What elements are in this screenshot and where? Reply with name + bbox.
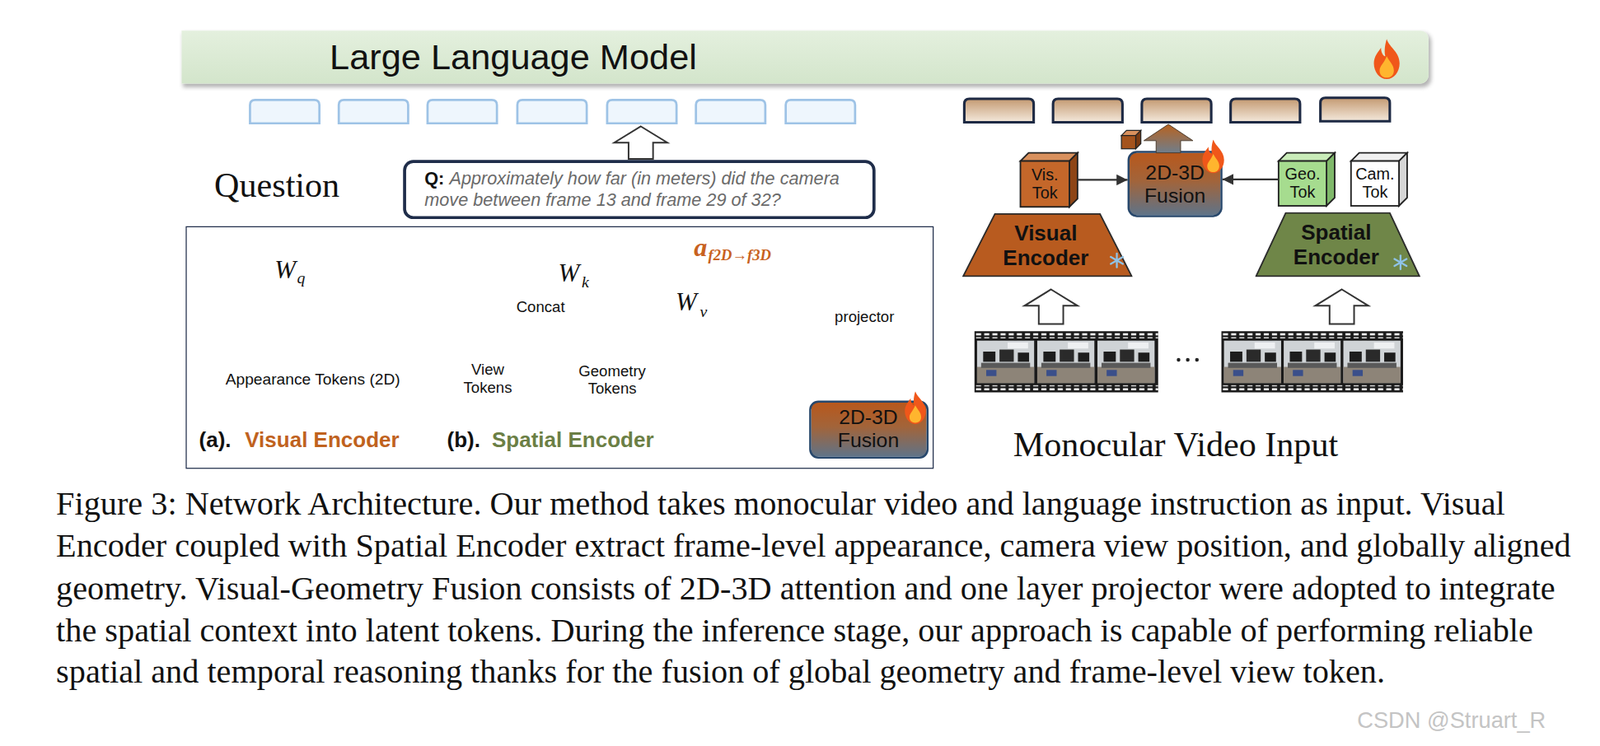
cube-text-area: Geo. Tok <box>1278 161 1327 206</box>
connector-arrow <box>1077 178 1128 181</box>
cube-text-area: Cam. Tok <box>1351 161 1399 206</box>
text-wrap: Vis. Tok <box>1023 165 1067 203</box>
encoder-trapezoid: Spatial Encoder <box>1254 211 1421 277</box>
text-wrap: Visual Encoder <box>980 220 1112 270</box>
token-cube: Vis. Tok <box>1020 153 1078 208</box>
text-wrap: Cam. Tok <box>1354 165 1397 203</box>
cube-top <box>1351 153 1408 162</box>
fusion-arrow <box>1143 124 1193 154</box>
cube-side <box>1069 153 1078 208</box>
node-text: Approximately how far (in meters) did th… <box>424 168 840 211</box>
cube-top <box>1020 153 1078 162</box>
visual-tokens <box>963 98 1390 123</box>
node-text: (a). <box>199 428 232 454</box>
frozen-snowflake <box>1110 253 1123 268</box>
node-text: Geo. Tok <box>1284 165 1320 202</box>
fusion-module: 2D-3D Fusion <box>809 400 929 459</box>
weight-subscript: k <box>581 273 590 292</box>
node-text: Large Language Model <box>329 37 698 79</box>
operation-label: Concat <box>516 297 566 315</box>
module-label: projector <box>834 308 894 326</box>
node-text: Cam. Tok <box>1355 165 1395 202</box>
text-wrap: Spatial Encoder <box>1272 219 1401 269</box>
cube-text-area: Vis. Tok <box>1020 161 1070 208</box>
hollow-arrow <box>1024 290 1077 325</box>
video-strip <box>974 331 1159 393</box>
ellipsis-dots <box>1176 358 1199 362</box>
node-text: Spatial Encoder <box>491 428 655 454</box>
frozen-snowflake <box>1394 255 1407 270</box>
weight-symbol: W <box>274 256 296 286</box>
weight-subscript: q <box>296 269 305 288</box>
llm-band: Large Language Model <box>181 30 1428 84</box>
token-label: Appearance Tokens (2D) <box>225 369 401 389</box>
video-strip <box>1221 331 1404 393</box>
node-text: Q: <box>424 168 445 189</box>
trainable-flame <box>904 391 926 425</box>
text-wrap: Geo. Tok <box>1281 165 1324 203</box>
token-label: Geometry Tokens <box>571 361 654 397</box>
weight-symbol: W <box>675 288 698 318</box>
token-cube: Geo. Tok <box>1278 153 1335 206</box>
node-text: Visual Encoder <box>244 428 399 454</box>
cube-top <box>1278 153 1335 162</box>
hollow-arrow <box>1314 290 1368 325</box>
text-tokens <box>249 99 855 123</box>
trapezoid-text-area: Spatial Encoder <box>1272 211 1401 277</box>
section-label: Question <box>214 166 340 206</box>
weight-subscript: v <box>700 303 708 322</box>
fusion-module: 2D-3D Fusion <box>1127 150 1223 217</box>
cube-side <box>1326 153 1335 206</box>
trainable-flame <box>1374 39 1400 80</box>
cube-side <box>1398 153 1408 206</box>
node-text: Spatial Encoder <box>1293 219 1380 268</box>
trapezoid-outline <box>1256 213 1420 277</box>
question-box: Q:Approximately how far (in meters) did … <box>402 159 875 220</box>
node-text: (b). <box>446 428 480 454</box>
cube-front <box>1278 161 1327 206</box>
encoder-trapezoid: Visual Encoder <box>962 213 1133 278</box>
trapezoid-outline <box>963 214 1132 277</box>
watermark: CSDN @Struart_R <box>1356 707 1546 735</box>
fused-token-cube <box>1121 130 1142 149</box>
cube-front <box>1351 161 1399 206</box>
node-text: Vis. Tok <box>1031 165 1059 202</box>
token-cube: Cam. Tok <box>1351 153 1408 206</box>
trapezoid-text-area: Visual Encoder <box>980 213 1112 278</box>
trainable-flame <box>1202 140 1224 174</box>
hollow-arrow <box>614 126 668 160</box>
figure-caption: Figure 3: Network Architecture. Our meth… <box>56 483 1579 695</box>
attention-symbol: a <box>693 232 707 263</box>
node-text: 2D-3D Fusion <box>1141 160 1209 208</box>
connector-arrow <box>1222 178 1279 181</box>
input-label: Monocular Video Input <box>1013 425 1339 465</box>
cube-front <box>1020 161 1070 208</box>
node-text: 2D-3D Fusion <box>823 406 914 454</box>
token-label: View Tokens <box>458 360 516 396</box>
weight-symbol: W <box>557 258 580 288</box>
attention-subscript: f2D→f3D <box>708 247 772 265</box>
node-text: Visual Encoder <box>1002 220 1089 269</box>
